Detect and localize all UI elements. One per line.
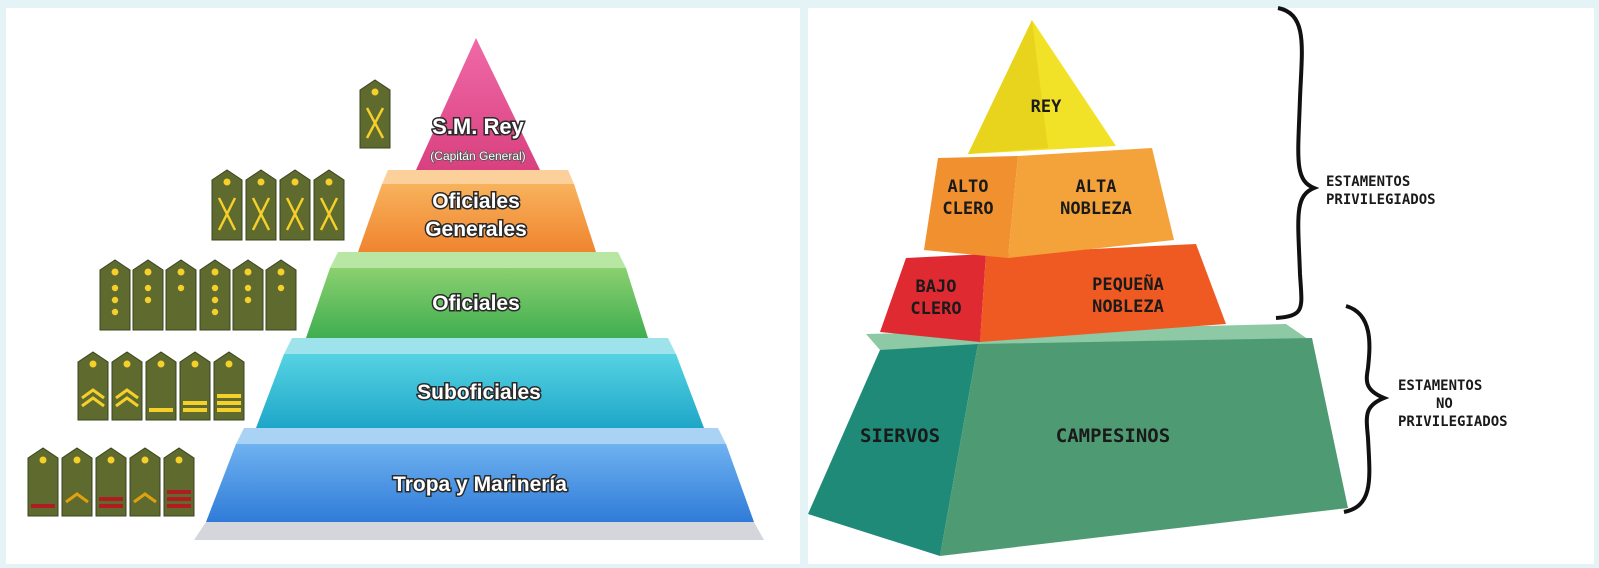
label-alto-clero-2: CLERO (942, 199, 993, 219)
tier-tropa-top (236, 428, 726, 444)
label-sm-rey: S.M. Rey (432, 114, 524, 139)
label-estamentos-privilegiados-1: ESTAMENTOS (1326, 174, 1410, 190)
tier-generales-top (382, 170, 574, 184)
label-estamentos-privilegiados-2: PRIVILEGIADOS (1326, 192, 1436, 208)
insignia-oficial (199, 259, 231, 331)
label-campesinos: CAMPESINOS (1056, 425, 1170, 447)
tier-generales (358, 184, 596, 252)
tier-high-right (1008, 148, 1174, 258)
label-bajo-clero-2: CLERO (910, 299, 961, 319)
label-suboficiales: Suboficiales (417, 381, 541, 404)
insignia-oficial (99, 259, 131, 331)
insignia-tropa (27, 447, 59, 517)
insignia-general (279, 169, 311, 241)
label-oficiales-generales-1: Oficiales (432, 190, 520, 213)
insignia-rey (359, 79, 391, 149)
feudal-hierarchy-panel: REY ALTO CLERO ALTA NOBLEZA BAJO CLERO P… (808, 6, 1594, 564)
label-oficiales: Oficiales (432, 292, 520, 315)
label-alta-nobleza-1: ALTA (1076, 177, 1117, 197)
insignia-suboficial (111, 351, 143, 421)
insignia-tropa (95, 447, 127, 517)
tier-low-right (980, 244, 1226, 342)
insignia-tropa (163, 447, 195, 517)
tier-suboficiales (256, 354, 704, 428)
label-rey: REY (1031, 97, 1062, 117)
label-pequena-nobleza-1: PEQUEÑA (1092, 272, 1164, 295)
tier-suboficiales-top (284, 338, 676, 354)
label-alta-nobleza-2: NOBLEZA (1060, 199, 1132, 219)
insignia-oficial (165, 259, 197, 331)
brace-privilegiados (1275, 6, 1320, 320)
label-estamentos-no-privilegiados-3: PRIVILEGIADOS (1398, 414, 1508, 430)
insignia-oficial (232, 259, 264, 331)
label-alto-clero-1: ALTO (948, 177, 989, 197)
insignia-suboficial (145, 351, 177, 421)
military-pyramid: S.M. Rey (Capitán General) Oficiales Gen… (27, 38, 764, 540)
label-bajo-clero-1: BAJO (916, 277, 957, 297)
label-tropa-marineria: Tropa y Marinería (393, 473, 567, 496)
label-pequena-nobleza-2: NOBLEZA (1092, 297, 1164, 317)
insignia-general (245, 169, 277, 241)
feudal-pyramid: REY ALTO CLERO ALTA NOBLEZA BAJO CLERO P… (808, 6, 1508, 556)
brace-no-privilegiados (1343, 304, 1390, 514)
label-siervos: SIERVOS (860, 425, 940, 447)
tier-low-left (880, 254, 986, 342)
insignia-oficial (265, 259, 297, 331)
insignia-tropa (129, 447, 161, 517)
insignia-general (211, 169, 243, 241)
pyramid-base-slab (194, 522, 764, 540)
label-capitan-general: (Capitán General) (430, 149, 525, 163)
tier-oficiales-top (330, 252, 626, 268)
tier-oficiales (306, 268, 648, 338)
tier-base-left (808, 344, 978, 556)
rank-insignias (27, 79, 391, 517)
insignia-tropa (61, 447, 93, 517)
tier-rey (416, 38, 540, 170)
label-oficiales-generales-2: Generales (425, 218, 527, 241)
insignia-suboficial (213, 351, 245, 421)
tier-tropa (206, 444, 754, 522)
military-hierarchy-panel: S.M. Rey (Capitán General) Oficiales Gen… (6, 8, 800, 564)
insignia-suboficial (77, 351, 109, 421)
insignia-suboficial (179, 351, 211, 421)
label-estamentos-no-privilegiados-2: NO (1436, 396, 1453, 412)
tier-base-right (940, 338, 1348, 556)
insignia-general (313, 169, 345, 241)
tier-high-left (924, 156, 1018, 258)
tier-rey-shade (968, 20, 1048, 154)
label-estamentos-no-privilegiados-1: ESTAMENTOS (1398, 378, 1482, 394)
insignia-oficial (132, 259, 164, 331)
